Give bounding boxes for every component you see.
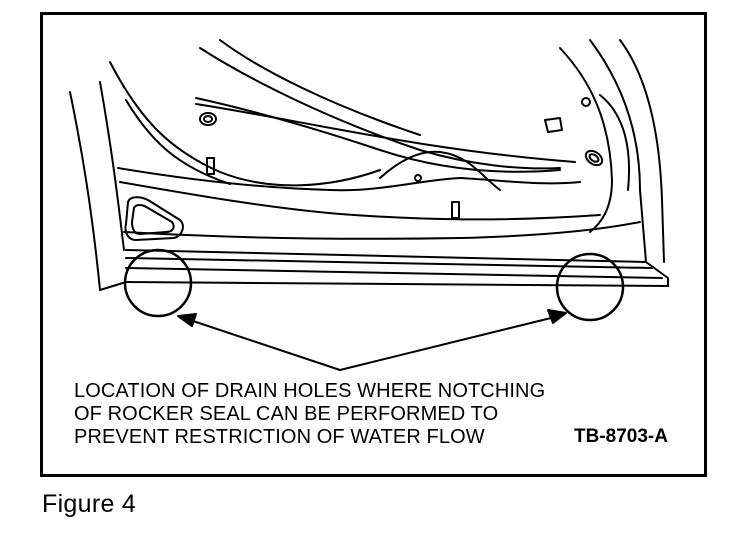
oval-hole-right xyxy=(584,149,604,167)
upper-panel-line-2 xyxy=(195,97,561,173)
mid-panel-curve-3 xyxy=(123,221,641,240)
mid-panel-curve-4 xyxy=(379,150,501,191)
upper-grommet-inner xyxy=(203,115,213,123)
right-pillar-edge xyxy=(619,39,665,263)
upper-panel-line-1 xyxy=(199,47,561,170)
rocker-sill-left xyxy=(99,281,127,291)
small-hole-upper-right xyxy=(581,97,591,107)
right-pillar-rib xyxy=(599,94,631,191)
arrowhead-right xyxy=(547,309,567,324)
diagram-caption: LOCATION OF DRAIN HOLES WHERE NOTCHING O… xyxy=(74,380,545,449)
clip-slot-left xyxy=(206,157,215,175)
reference-code: TB-8703-A xyxy=(574,426,668,447)
mid-panel-curve-2 xyxy=(119,181,601,221)
pointer-line-right xyxy=(339,316,556,371)
door-frame-arch-inner xyxy=(125,99,231,185)
access-opening-outer xyxy=(124,196,184,241)
rocker-sill-top xyxy=(125,249,647,263)
caption-line-2: OF ROCKER SEAL CAN BE PERFORMED TO xyxy=(74,403,499,425)
upper-panel-line-3 xyxy=(195,103,576,163)
small-hole-center xyxy=(414,174,422,182)
figure-label: Figure 4 xyxy=(42,490,137,518)
right-pillar-inner xyxy=(559,47,613,233)
door-frame-inner-curve xyxy=(99,81,125,251)
tab-bracket xyxy=(544,117,563,133)
rocker-sill-middle xyxy=(125,267,663,279)
drain-hole-right-circle xyxy=(555,252,625,322)
clip-slot-mid xyxy=(451,201,460,219)
access-opening-inner xyxy=(131,204,175,235)
door-frame-arch xyxy=(109,61,381,187)
rocker-sill-lower xyxy=(125,281,669,287)
upper-grommet xyxy=(199,112,217,126)
rocker-sill-end xyxy=(645,261,669,287)
door-frame-outer-curve xyxy=(69,91,101,291)
upper-panel-line-4 xyxy=(219,39,421,136)
pointer-line-left xyxy=(189,319,341,371)
oval-hole-right-inner xyxy=(588,153,600,163)
right-pillar-outer xyxy=(589,39,647,263)
diagram-frame xyxy=(40,12,707,477)
caption-line-3: PREVENT RESTRICTION OF WATER FLOW xyxy=(74,426,485,448)
mid-panel-curve-1 xyxy=(117,167,581,192)
caption-line-1: LOCATION OF DRAIN HOLES WHERE NOTCHING xyxy=(74,380,546,402)
drain-hole-left-circle xyxy=(123,248,193,318)
arrowhead-left xyxy=(177,313,197,327)
